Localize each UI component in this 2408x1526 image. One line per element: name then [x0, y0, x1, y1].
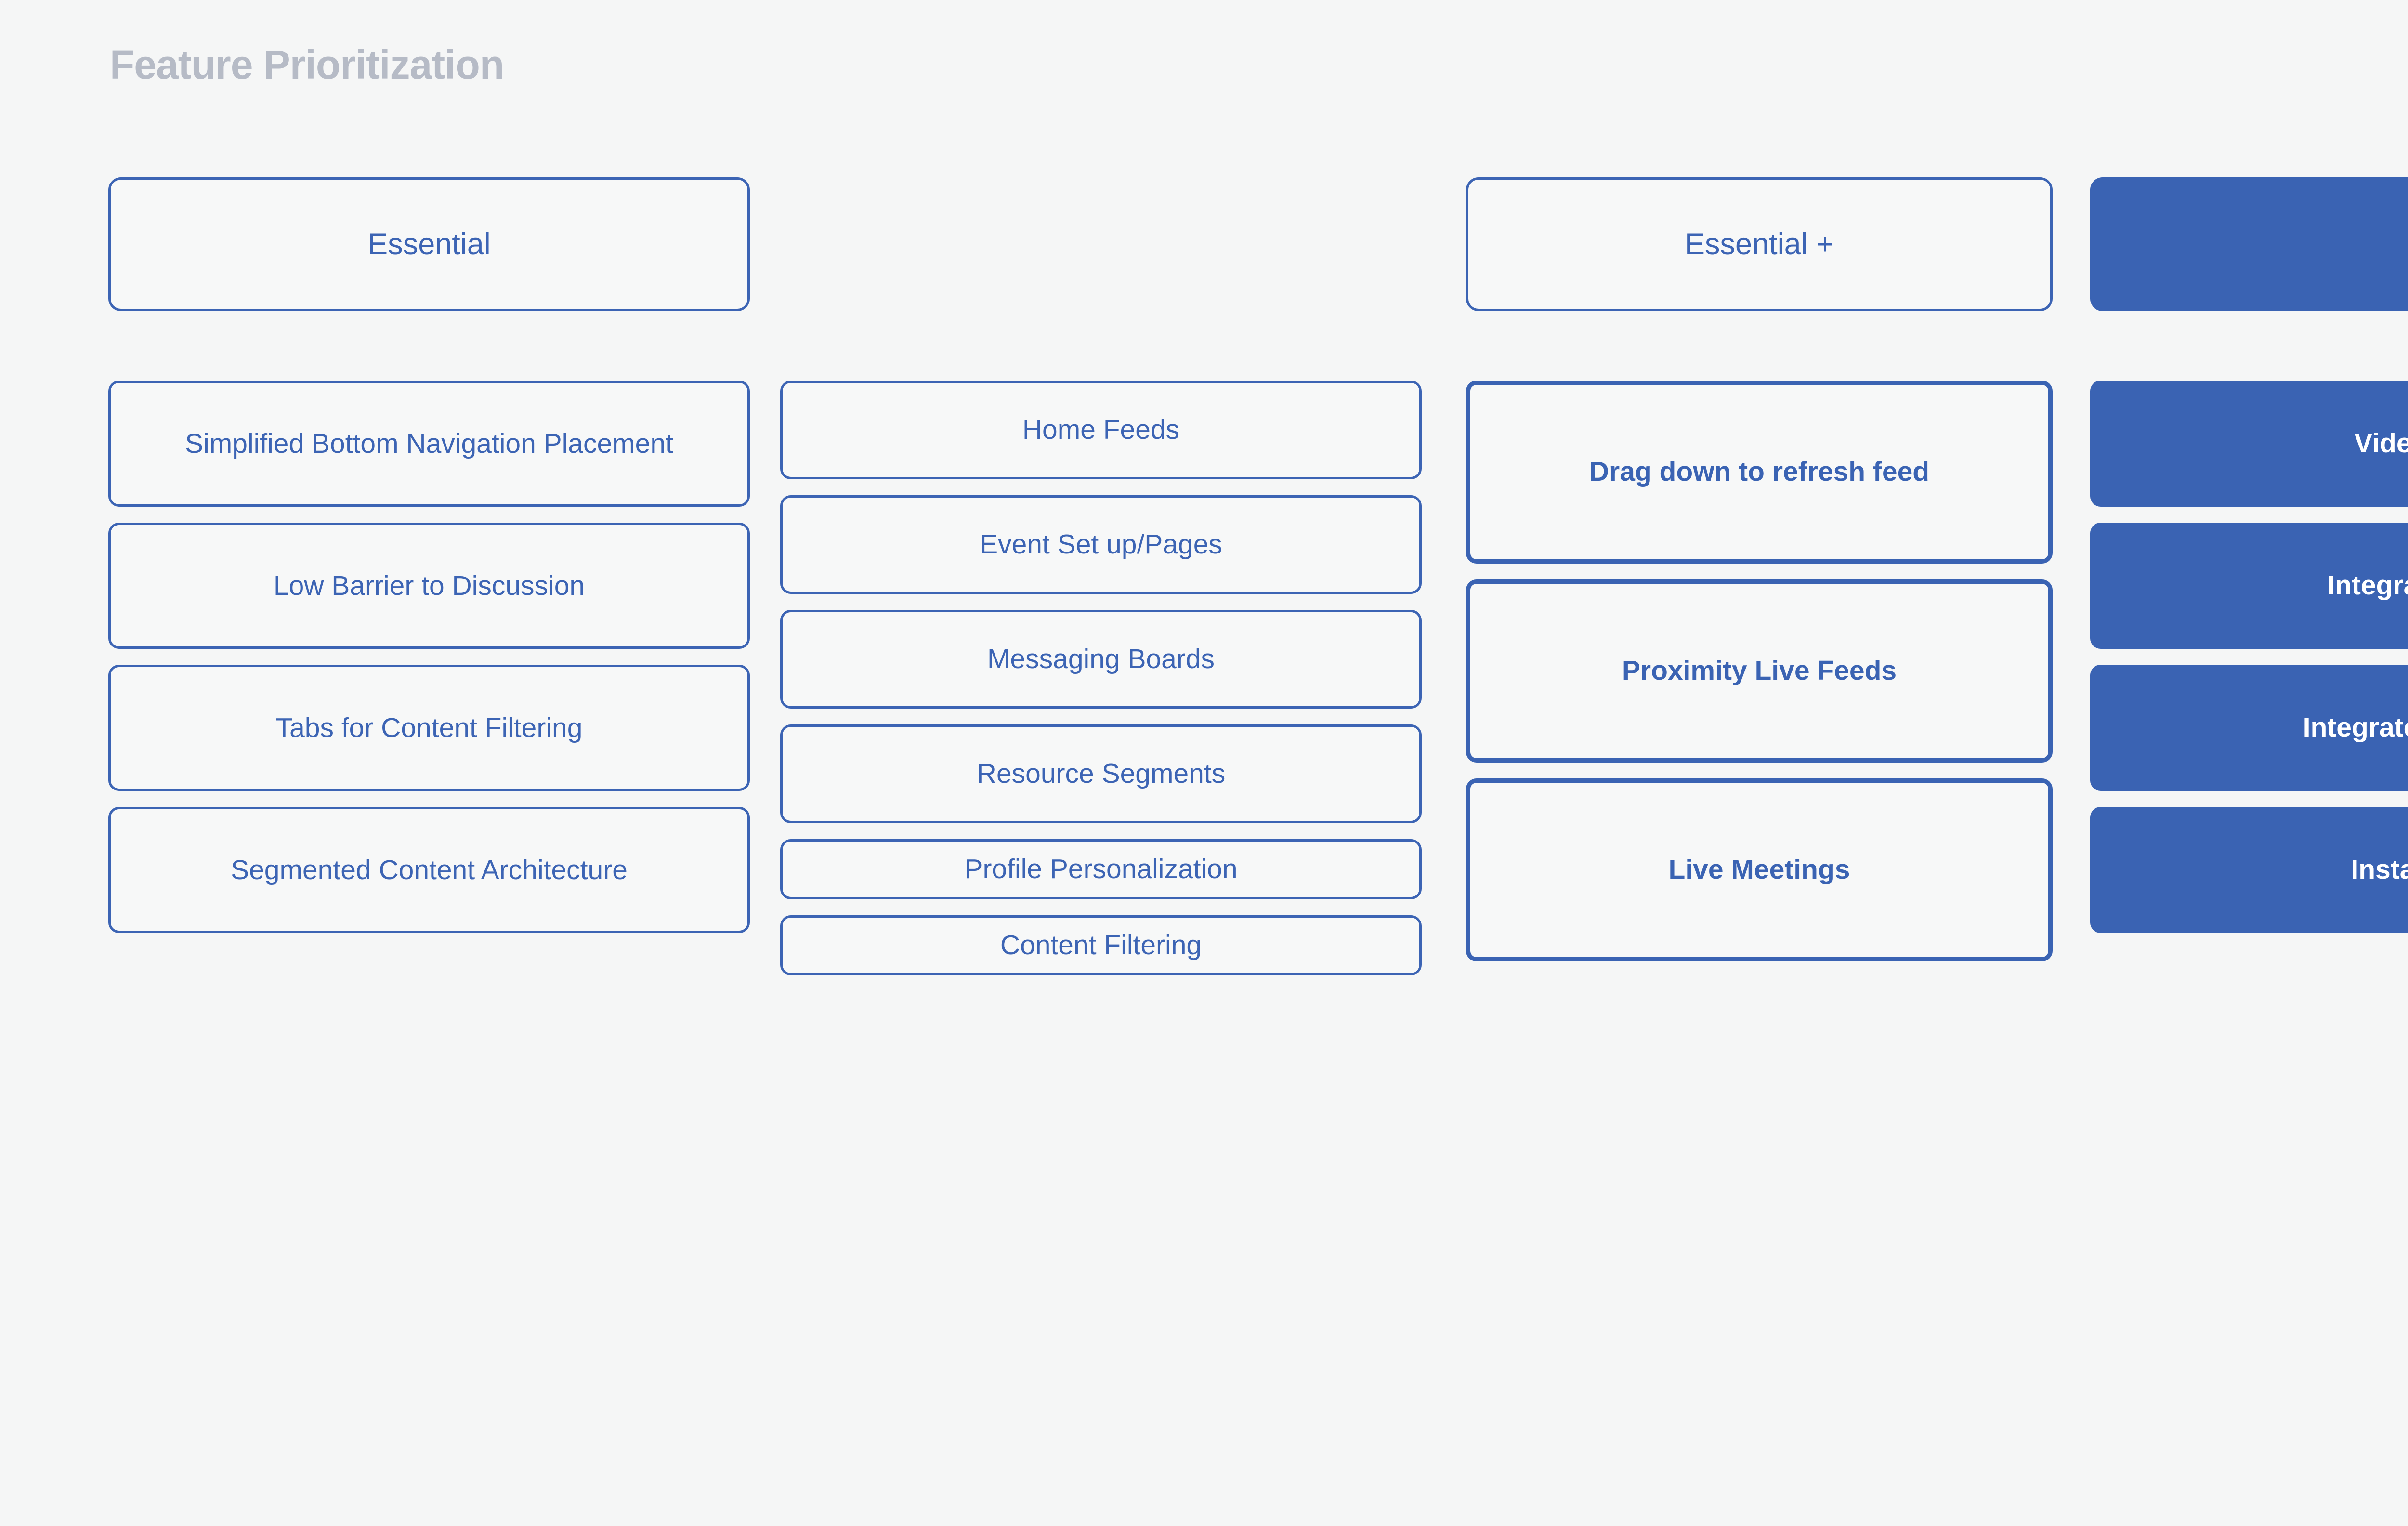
feature-card[interactable]: Tabs for Content Filtering — [108, 665, 750, 791]
feature-card[interactable]: Simplified Bottom Navigation Placement — [108, 381, 750, 507]
feature-card[interactable]: Home Feeds — [780, 381, 1422, 479]
feature-card[interactable]: Video Recordings — [2090, 381, 2408, 507]
feature-card[interactable]: Live Meetings — [1466, 778, 2053, 961]
feature-card[interactable]: Proximity Live Feeds — [1466, 579, 2053, 763]
feature-card[interactable]: Messaging Boards — [780, 610, 1422, 709]
feature-card[interactable]: Content Filtering — [780, 915, 1422, 975]
page-title: Feature Prioritization — [110, 42, 504, 87]
feature-card[interactable]: Segmented Content Architecture — [108, 807, 750, 933]
feature-card[interactable]: Integrated PDF reader — [2090, 523, 2408, 649]
category-header-row: Essential Essential + Stretch — [0, 177, 2408, 311]
category-header-essential-plus[interactable]: Essential + — [1466, 177, 2053, 311]
feature-card[interactable]: Instant Messaging — [2090, 807, 2408, 933]
feature-card[interactable]: Event Set up/Pages — [780, 495, 1422, 594]
feature-card[interactable]: Integrated Sign Up Forms — [2090, 665, 2408, 791]
category-header-stretch[interactable]: Stretch — [2090, 177, 2408, 311]
feature-card[interactable]: Resource Segments — [780, 724, 1422, 823]
category-header-essential[interactable]: Essential — [108, 177, 750, 311]
feature-card[interactable]: Low Barrier to Discussion — [108, 523, 750, 649]
feature-card[interactable]: Drag down to refresh feed — [1466, 381, 2053, 564]
column-stretch: Video RecordingsIntegrated PDF readerInt… — [2090, 381, 2408, 933]
feature-card[interactable]: Profile Personalization — [780, 839, 1422, 899]
